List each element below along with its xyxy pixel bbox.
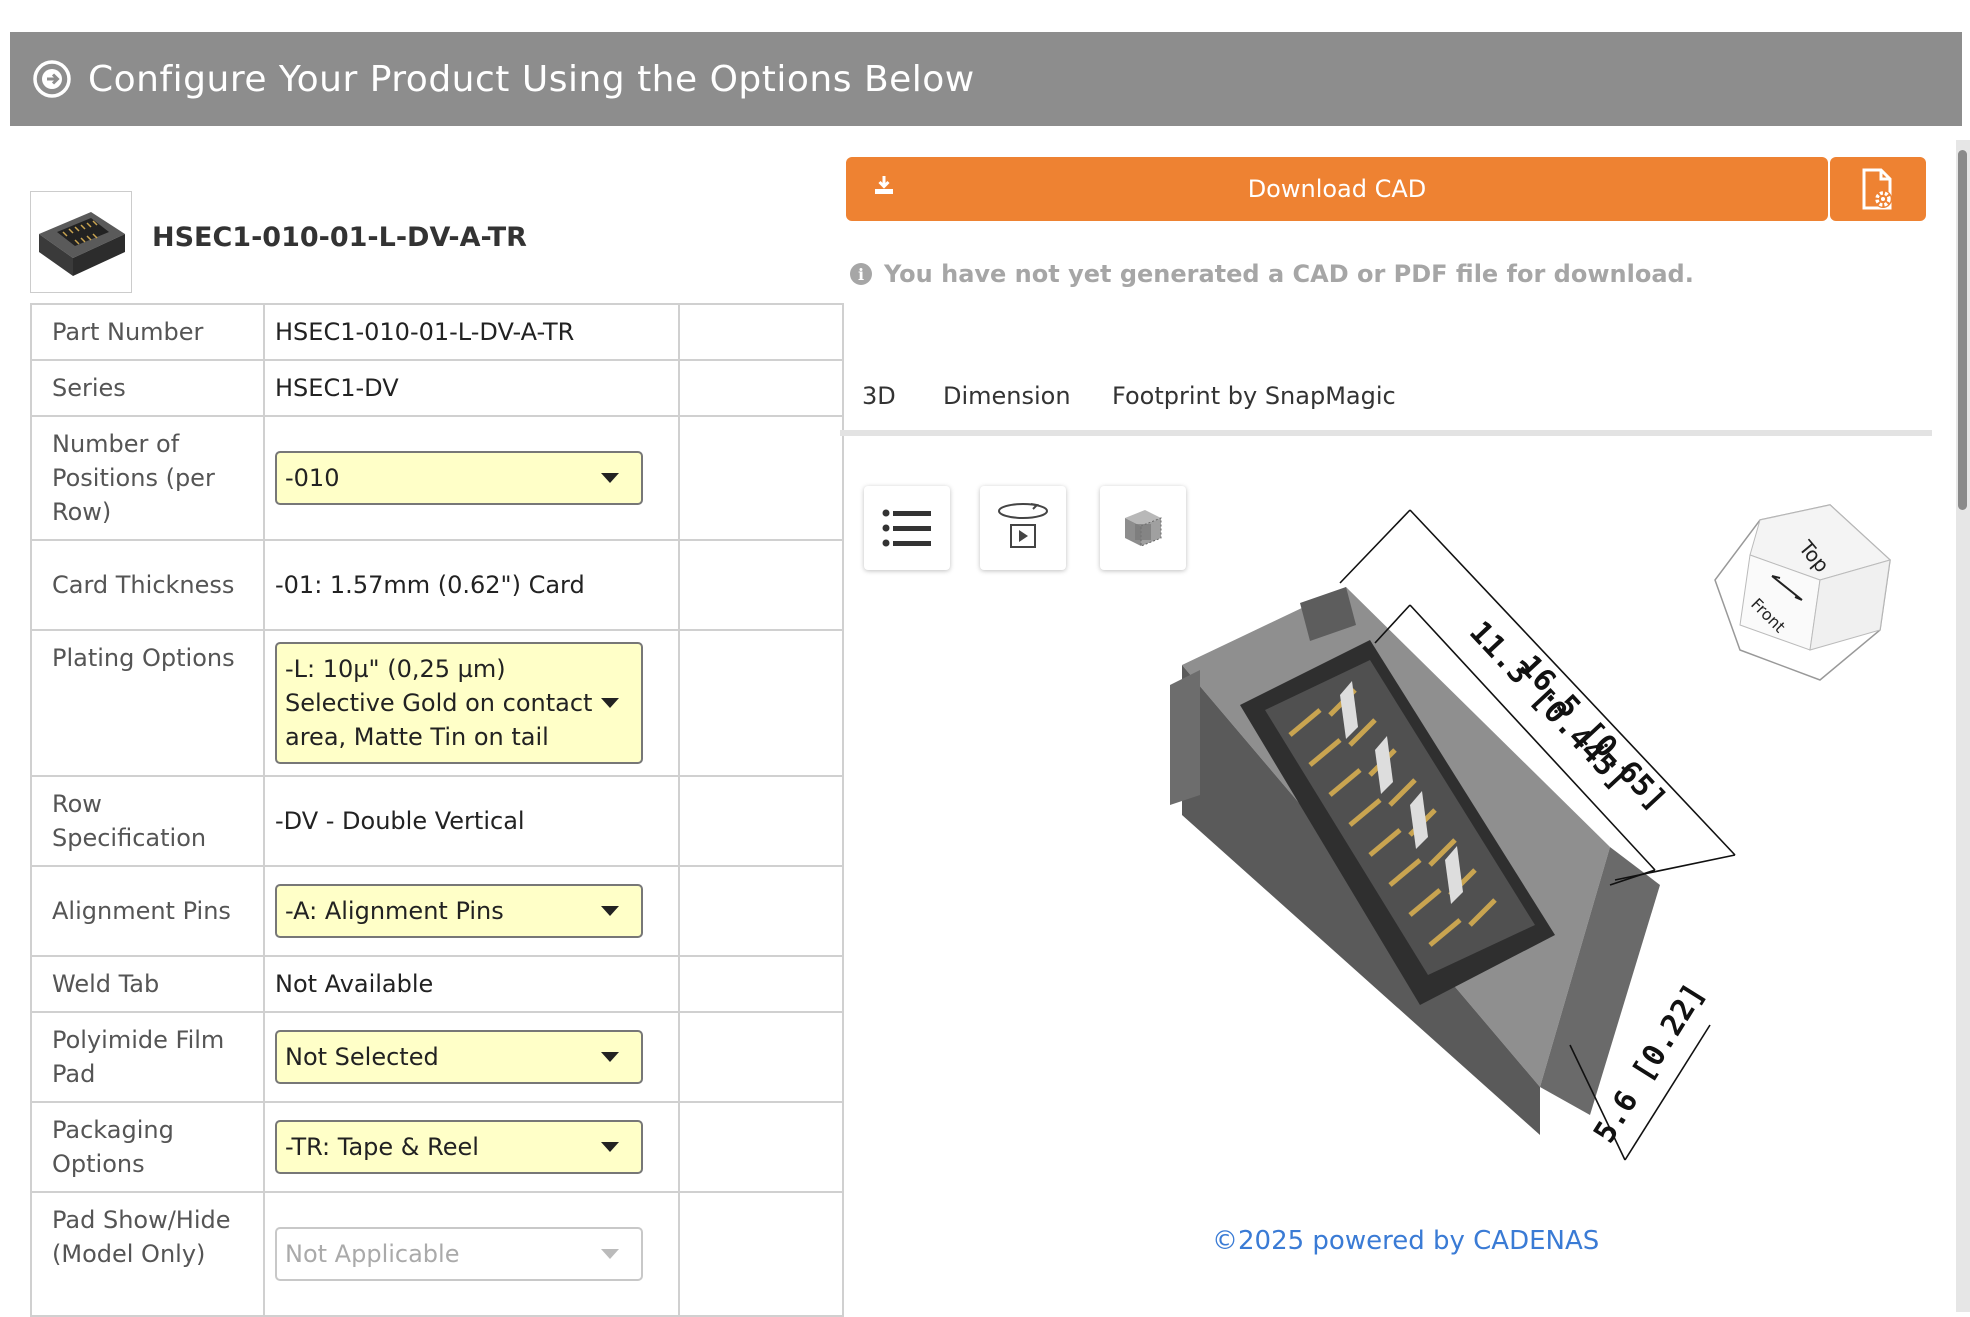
3d-box-button[interactable] <box>1100 486 1186 570</box>
download-icon <box>875 176 893 194</box>
table-row: Number of Positions (per Row) -010 <box>30 415 844 541</box>
chevron-down-icon <box>601 906 619 916</box>
chevron-down-icon <box>601 1142 619 1152</box>
row-label: Row Specification <box>30 775 265 867</box>
arrow-circle-right-icon <box>33 60 71 98</box>
weld-tab-value: Not Available <box>263 955 680 1013</box>
download-cad-label: Download CAD <box>1247 175 1427 203</box>
table-row: Part Number HSEC1-010-01-L-DV-A-TR <box>30 303 844 361</box>
alignment-pins-select[interactable]: -A: Alignment Pins <box>275 884 643 938</box>
row-label: Pad Show/Hide (Model Only) <box>30 1191 265 1317</box>
rotate-play-icon <box>998 503 1048 548</box>
table-row: Row Specification -DV - Double Vertical <box>30 775 844 867</box>
list-button[interactable] <box>864 486 950 570</box>
file-settings-button[interactable] <box>1830 157 1926 221</box>
pad-show-hide-select[interactable]: Not Applicable <box>275 1227 643 1281</box>
page-title: Configure Your Product Using the Options… <box>88 58 975 100</box>
chevron-down-icon <box>601 698 619 708</box>
list-icon <box>882 509 931 547</box>
view-cube-icon[interactable]: Top Front <box>1710 500 1900 690</box>
table-row: Pad Show/Hide (Model Only) Not Applicabl… <box>30 1191 844 1317</box>
part-number-value: HSEC1-010-01-L-DV-A-TR <box>263 303 680 361</box>
table-row: Alignment Pins -A: Alignment Pins <box>30 865 844 957</box>
chevron-down-icon <box>601 473 619 483</box>
row-label: Card Thickness <box>30 539 265 631</box>
table-row: Card Thickness -01: 1.57mm (0.62") Card <box>30 539 844 631</box>
product-title: HSEC1-010-01-L-DV-A-TR <box>152 222 527 253</box>
table-row: Series HSEC1-DV <box>30 359 844 417</box>
row-label: Polyimide Film Pad <box>30 1011 265 1103</box>
chevron-down-icon <box>601 1249 619 1259</box>
tab-dimension[interactable]: Dimension <box>943 382 1071 410</box>
row-label: Number of Positions (per Row) <box>30 415 265 541</box>
download-cad-button[interactable]: Download CAD <box>846 157 1828 221</box>
row-label: Series <box>30 359 265 417</box>
chevron-down-icon <box>601 1052 619 1062</box>
card-thickness-value: -01: 1.57mm (0.62") Card <box>263 539 680 631</box>
file-settings-icon <box>1862 168 1892 210</box>
tab-footprint[interactable]: Footprint by SnapMagic <box>1112 382 1396 410</box>
row-label: Part Number <box>30 303 265 361</box>
select-value: Not Selected <box>285 1043 439 1071</box>
connector-image-icon <box>39 212 125 276</box>
select-value: -TR: Tape & Reel <box>285 1133 479 1161</box>
3d-box-icon <box>1125 510 1162 547</box>
dimension-lines <box>1339 509 1736 1161</box>
plating-select[interactable]: -L: 10µ" (0,25 µm) Selective Gold on con… <box>275 642 643 764</box>
table-row: Polyimide Film Pad Not Selected <box>30 1011 844 1103</box>
rotate-play-button[interactable] <box>980 486 1066 570</box>
series-value: HSEC1-DV <box>263 359 680 417</box>
notice-text: You have not yet generated a CAD or PDF … <box>884 260 1694 288</box>
table-row: Packaging Options -TR: Tape & Reel <box>30 1101 844 1193</box>
3d-model-view[interactable]: 16.5 [0.65] 11.3 [0.445] 5.6 [0.22] <box>1170 495 1770 1185</box>
select-value: -010 <box>285 464 340 492</box>
tab-3d[interactable]: 3D <box>862 382 896 410</box>
download-notice: i You have not yet generated a CAD or PD… <box>850 260 1694 288</box>
positions-select[interactable]: -010 <box>275 451 643 505</box>
connector-model <box>1170 587 1660 1135</box>
spec-table: Part Number HSEC1-010-01-L-DV-A-TR Serie… <box>30 303 844 1317</box>
table-row: Weld Tab Not Available <box>30 955 844 1013</box>
scrollbar-thumb[interactable] <box>1958 150 1967 510</box>
packaging-select[interactable]: -TR: Tape & Reel <box>275 1120 643 1174</box>
polyimide-select[interactable]: Not Selected <box>275 1030 643 1084</box>
page-header: Configure Your Product Using the Options… <box>10 32 1962 126</box>
tab-bar <box>840 430 1932 436</box>
select-value: -L: 10µ" (0,25 µm) Selective Gold on con… <box>285 655 593 751</box>
row-label: Weld Tab <box>30 955 265 1013</box>
select-value: -A: Alignment Pins <box>285 897 504 925</box>
table-row: Plating Options -L: 10µ" (0,25 µm) Selec… <box>30 629 844 777</box>
row-label: Packaging Options <box>30 1101 265 1193</box>
select-value: Not Applicable <box>285 1240 460 1268</box>
row-label: Alignment Pins <box>30 865 265 957</box>
row-spec-value: -DV - Double Vertical <box>263 775 680 867</box>
product-thumbnail <box>30 191 132 293</box>
cadenas-credit-link[interactable]: ©2025 powered by CADENAS <box>1212 1226 1600 1256</box>
row-label: Plating Options <box>30 629 265 777</box>
info-icon: i <box>850 263 872 285</box>
viewer-tabs: 3D Dimension Footprint by SnapMagic <box>840 378 1932 436</box>
